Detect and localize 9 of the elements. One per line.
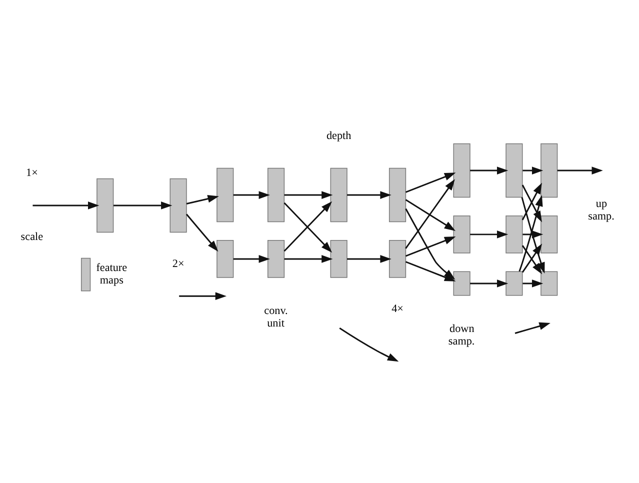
- label: 2×: [172, 257, 184, 270]
- label: 4×: [392, 302, 404, 315]
- legend-label: conv. unit: [264, 304, 288, 330]
- legend-label: feature maps: [96, 261, 128, 286]
- label: scale: [20, 230, 44, 243]
- legend-label: up samp.: [588, 197, 614, 222]
- label: depth: [326, 129, 352, 142]
- label: 1×: [26, 166, 38, 179]
- legend-label: down samp.: [448, 322, 475, 347]
